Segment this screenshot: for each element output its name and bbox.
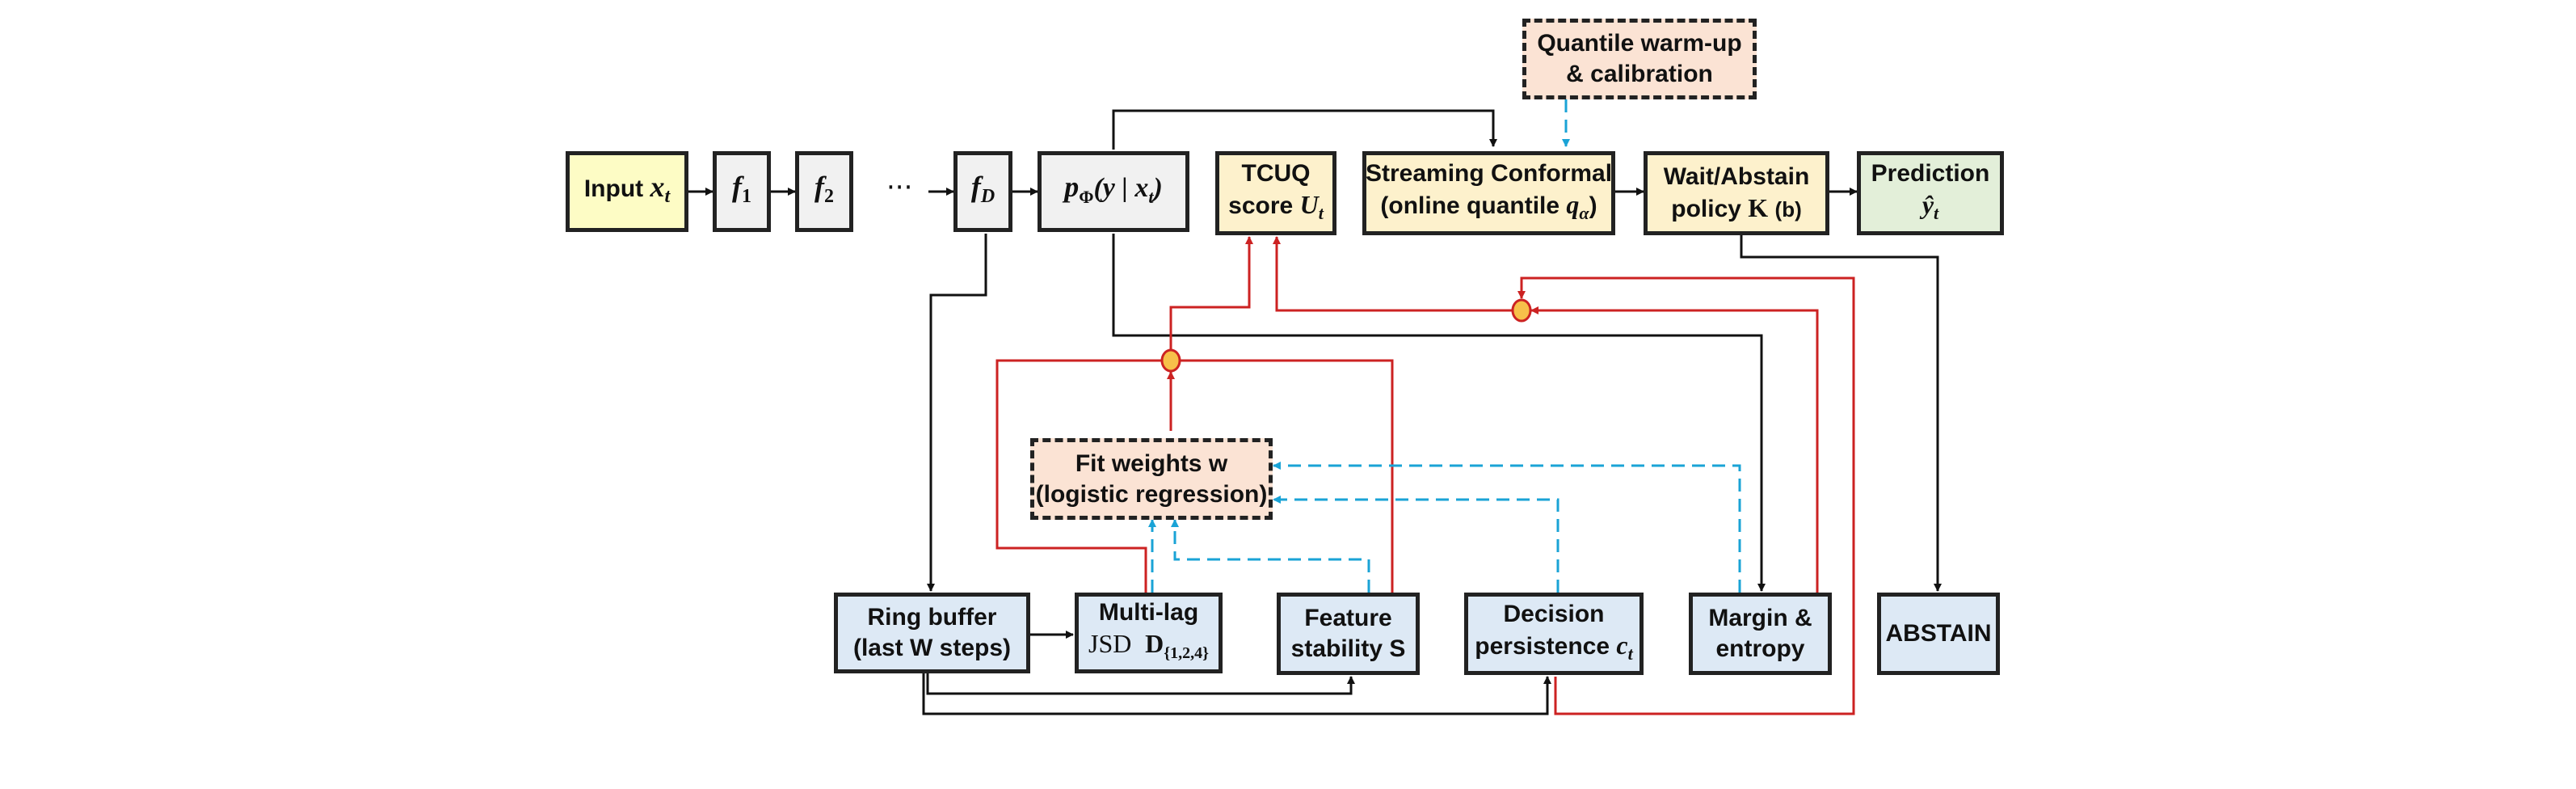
feature-line2: stability S	[1290, 635, 1406, 662]
predictive-distribution-node: pΦ(y | xt)	[1038, 151, 1189, 232]
prediction-node: Prediction ŷt	[1857, 151, 2004, 235]
input-variable: x	[650, 171, 665, 203]
fit-weights-node: Fit weights w (logistic regression)	[1030, 438, 1273, 520]
quantile-line2: & calibration	[1566, 61, 1713, 87]
prediction-subscript: t	[1934, 202, 1939, 223]
decision-label: persistence	[1475, 632, 1610, 660]
multi-lag-jsd-node: Multi-lag JSD D{1,2,4}	[1075, 593, 1223, 673]
decision-line1: Decision	[1503, 600, 1605, 627]
p-argument-subscript: t	[1148, 186, 1154, 207]
margin-line2: entropy	[1715, 635, 1805, 662]
input-subscript: t	[664, 186, 671, 207]
fit-line1: Fit weights w	[1075, 449, 1228, 477]
fit-line2: (logistic regression)	[1035, 480, 1268, 508]
input-node: Input xt	[566, 151, 688, 232]
layer-f2-node: f2	[795, 151, 853, 232]
calibration-flow-arrows	[1148, 99, 1741, 593]
fD-label: f	[970, 171, 981, 203]
input-label: Input	[583, 175, 644, 202]
f2-label: f	[814, 171, 824, 203]
layer-f1-node: f1	[713, 151, 771, 232]
feature-line1: Feature	[1304, 605, 1392, 631]
abstain-label: ABSTAIN	[1885, 620, 1992, 647]
persistence-junction-node	[1511, 298, 1532, 323]
tcuq-score-node: TCUQ score Ut	[1215, 151, 1336, 235]
p-label: p	[1064, 170, 1080, 203]
policy-kappa: K	[1748, 193, 1769, 222]
p-close-paren: )	[1153, 172, 1163, 203]
wait-abstain-policy-node: Wait/Abstain policy K (b)	[1644, 151, 1829, 235]
jsd-lags: {1,2,4}	[1164, 644, 1209, 662]
layer-fD-node: fD	[953, 151, 1012, 232]
fD-subscript: D	[980, 186, 995, 207]
score-flow-arrows	[995, 236, 1855, 715]
ring-buffer-node: Ring buffer (last W steps)	[834, 593, 1030, 673]
f1-subscript: 1	[742, 186, 751, 207]
quantile-variable: q	[1566, 189, 1580, 219]
f2-subscript: 2	[824, 186, 834, 207]
feature-stability-node: Feature stability S	[1277, 593, 1420, 675]
abstain-node: ABSTAIN	[1877, 593, 2000, 675]
tcuq-title: TCUQ	[1241, 159, 1311, 187]
margin-line1: Margin &	[1708, 605, 1812, 631]
prediction-title: Prediction	[1871, 159, 1990, 187]
main-pipeline-arrows	[688, 109, 1942, 715]
ring-line1: Ring buffer	[867, 604, 997, 631]
tcuq-variable: U	[1299, 189, 1319, 219]
streaming-conformal-node: Streaming Conformal (online quantile qα)	[1362, 151, 1615, 235]
f1-label: f	[732, 171, 742, 203]
decision-subscript: t	[1627, 643, 1633, 664]
phi-subscript: Φ	[1079, 186, 1094, 207]
ring-line2: (last W steps)	[852, 635, 1012, 661]
decision-persistence-node: Decision persistence ct	[1464, 593, 1644, 675]
margin-entropy-node: Margin & entropy	[1689, 593, 1832, 675]
jsd-label: JSD	[1088, 629, 1132, 658]
policy-budget: (b)	[1774, 197, 1802, 222]
jsd-line1: Multi-lag	[1098, 599, 1199, 626]
p-argument: (y | x	[1093, 172, 1149, 203]
jsd-variable: D	[1145, 629, 1164, 658]
policy-label: policy	[1671, 196, 1741, 222]
tcuq-subscript: t	[1318, 202, 1324, 223]
tcuq-score-label: score	[1228, 192, 1294, 219]
decision-variable: c	[1616, 630, 1628, 660]
streaming-close-paren: )	[1589, 192, 1597, 219]
quantile-subscript: α	[1579, 202, 1589, 223]
score-junction-node	[1160, 348, 1181, 373]
streaming-subtitle: (online quantile	[1380, 192, 1560, 219]
quantile-line1: Quantile warm-up	[1537, 30, 1742, 57]
policy-title: Wait/Abstain	[1663, 163, 1810, 190]
quantile-warmup-node: Quantile warm-up & calibration	[1522, 19, 1757, 99]
prediction-variable: ŷ	[1921, 189, 1934, 219]
streaming-title: Streaming Conformal	[1365, 159, 1613, 187]
ellipsis-layers: ···	[886, 171, 913, 204]
